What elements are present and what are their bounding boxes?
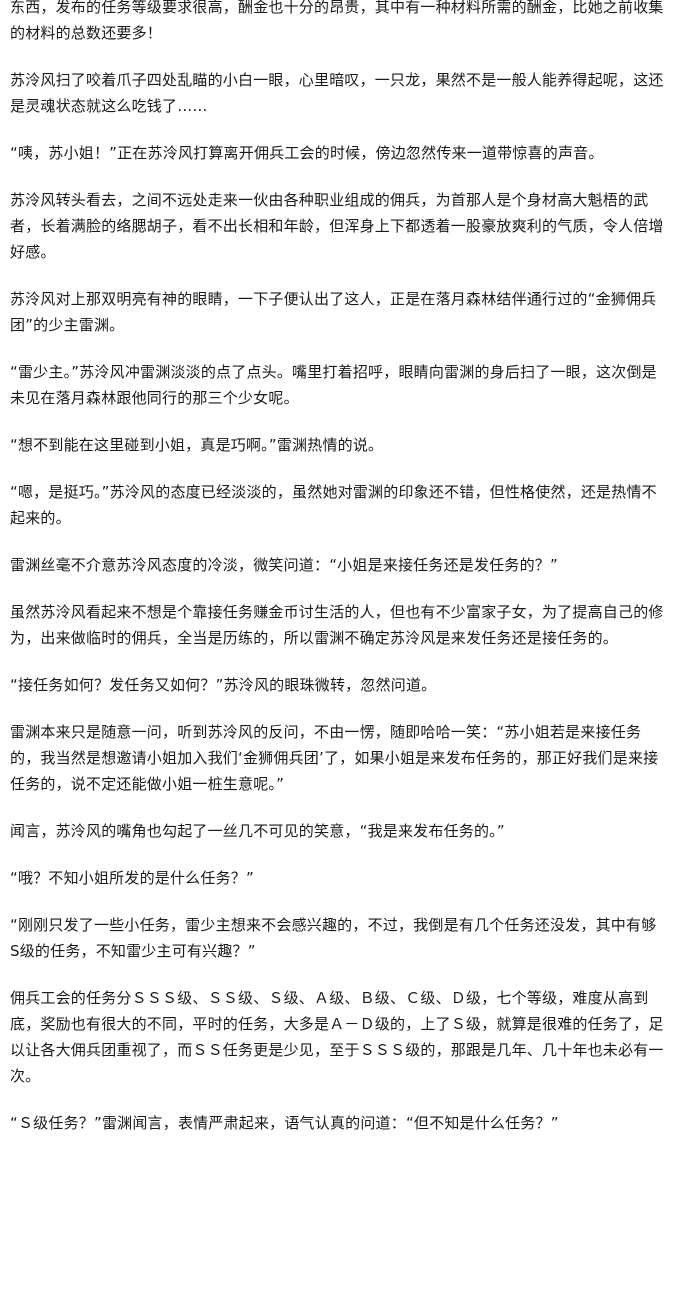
paragraph: 虽然苏泠风看起来不想是个靠接任务赚金币讨生活的人，但也有不少富家子女，为了提高自… (10, 603, 664, 647)
paragraph: 苏泠风转头看去，之间不远处走来一伙由各种职业组成的佣兵，为首那人是个身材高大魁梧… (10, 191, 664, 261)
paragraph: “雷少主。”苏泠风冲雷渊淡淡的点了点头。嘴里打着招呼，眼睛向雷渊的身后扫了一眼，… (10, 363, 657, 407)
paragraph: 雷渊丝毫不介意苏泠风态度的冷淡，微笑问道：“小姐是来接任务还是发任务的？” (10, 556, 558, 574)
paragraph: 闻言，苏泠风的嘴角也勾起了一丝几不可见的笑意，“我是来发布任务的。” (10, 822, 505, 840)
paragraph: “咦，苏小姐！”正在苏泠风打算离开佣兵工会的时候，傍边忽然传来一道带惊喜的声音。 (10, 144, 604, 162)
paragraph: “嗯，是挺巧。”苏泠风的态度已经淡淡的，虽然她对雷渊的印象还不错，但性格使然，还… (10, 483, 657, 527)
paragraph: 东西，发布的任务等级要求很高，酬金也十分的昂贵，其中有一种材料所需的酬金，比她之… (10, 0, 664, 42)
document-body: 东西，发布的任务等级要求很高，酬金也十分的昂贵，其中有一种材料所需的酬金，比她之… (10, 0, 664, 1132)
paragraph: 苏泠风扫了咬着爪子四处乱瞄的小白一眼，心里暗叹，一只龙，果然不是一般人能养得起呢… (10, 71, 664, 115)
paragraph: 雷渊本来只是随意一问，听到苏泠风的反问，不由一愣，随即哈哈一笑：“苏小姐若是来接… (10, 723, 659, 793)
paragraph: “接任务如何？发任务又如何？”苏泠风的眼珠微转，忽然问道。 (10, 676, 437, 694)
paragraph: “Ｓ级任务？”雷渊闻言，表情严肃起来，语气认真的问道：“但不知是什么任务？” (10, 1114, 559, 1132)
paragraph: 苏泠风对上那双明亮有神的眼睛，一下子便认出了这人，正是在落月森林结伴通行过的“金… (10, 290, 657, 334)
paragraph: “刚刚只发了一些小任务，雷少主想来不会感兴趣的，不过，我倒是有几个任务还没发，其… (10, 916, 657, 960)
paragraph: 佣兵工会的任务分ＳＳＳ级、ＳＳ级、Ｓ级、Ａ级、Ｂ级、Ｃ级、Ｄ级，七个等级，难度从… (10, 989, 664, 1085)
paragraph: “想不到能在这里碰到小姐，真是巧啊。”雷渊热情的说。 (10, 436, 384, 454)
paragraph: “哦？不知小姐所发的是什么任务？” (10, 869, 254, 887)
